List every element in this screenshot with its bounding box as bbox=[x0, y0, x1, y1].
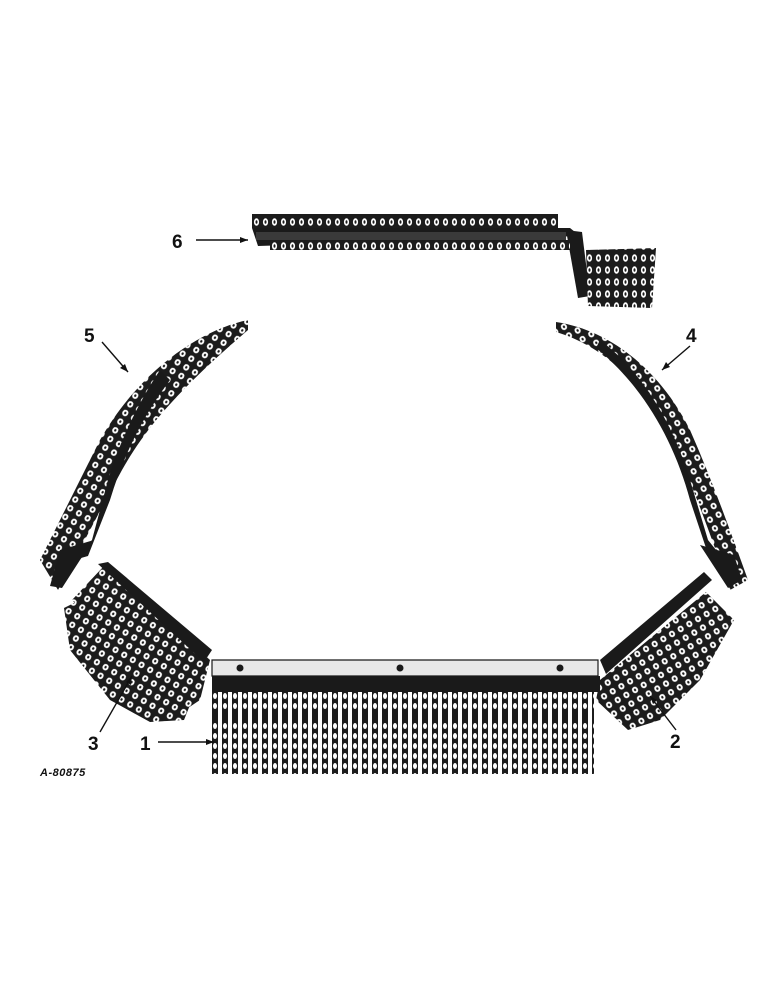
leader-lines bbox=[99, 237, 691, 745]
callout-5: 5 bbox=[84, 326, 95, 347]
part-4-curved-rail bbox=[556, 322, 748, 590]
part-5-curved-rail bbox=[40, 320, 248, 590]
part-3-angled-rail bbox=[64, 562, 212, 722]
leader-3 bbox=[99, 675, 133, 733]
callout-1: 1 bbox=[140, 734, 151, 755]
part-6-rail-assembly bbox=[252, 214, 656, 308]
part-1-straight-rail bbox=[208, 659, 600, 774]
part-2-angled-rail bbox=[596, 572, 734, 730]
callout-3: 3 bbox=[88, 734, 99, 755]
callout-4: 4 bbox=[686, 326, 697, 347]
callout-6: 6 bbox=[172, 232, 183, 253]
callout-2: 2 bbox=[670, 732, 681, 753]
figure-id: A-80875 bbox=[39, 767, 86, 779]
